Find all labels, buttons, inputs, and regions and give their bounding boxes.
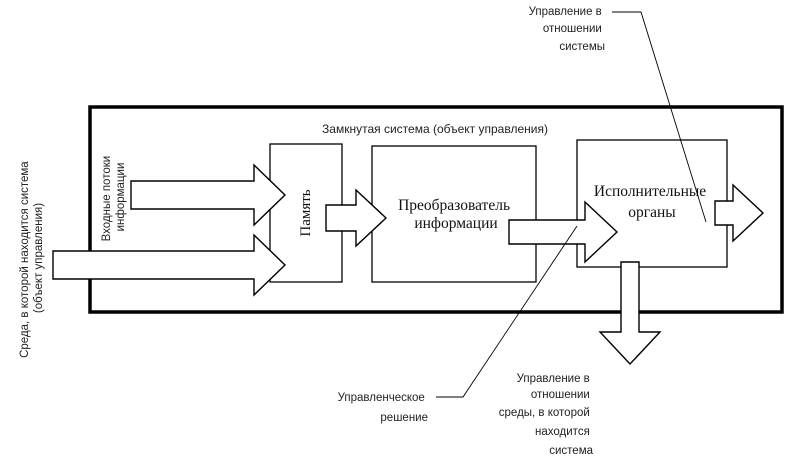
memory-to-converter-arrow [325, 188, 388, 248]
closed-system-frame [88, 105, 784, 314]
control-environment-label: Управление в отношении среды, в которой … [499, 373, 594, 457]
executive-organs-label-line-2: органы [628, 204, 676, 221]
decision-leader [436, 225, 578, 398]
executive-organs-label: Исполнительные органы [594, 183, 710, 221]
control-environment-label-line-5: система [549, 445, 593, 457]
converter-to-executive-arrow [508, 200, 619, 264]
input-flows-label-line-1: Входные потоки [101, 156, 113, 242]
control-environment-label-line-2: отношении [531, 389, 590, 401]
environment-label-line-2: (объект управления) [33, 203, 45, 313]
executive-organs-label-line-1: Исполнительные [594, 183, 706, 200]
executive-output-arrow [714, 183, 765, 243]
control-system-label: Управление в отношении системы [529, 6, 605, 53]
input-flow-arrow [130, 163, 287, 227]
control-environment-label-line-4: находится [535, 426, 590, 438]
control-environment-label-line-1: Управление в [517, 373, 590, 385]
converter-label: Преобразователь информации [398, 197, 514, 232]
control-environment-label-line-3: среды, в которой [499, 407, 590, 419]
control-system-leader [612, 11, 707, 223]
input-flows-label-line-2: информации [115, 163, 127, 232]
environment-control-arrow [598, 261, 662, 366]
closed-system-title: Замкнутая система (объект управления) [322, 122, 548, 136]
environment-label: Среда, в которой находится система (объе… [19, 158, 45, 358]
control-system-label-line-1: Управление в [529, 6, 602, 18]
converter-block [371, 145, 537, 283]
environment-arrow [52, 233, 287, 297]
memory-label: Память [298, 189, 314, 236]
decision-label-line-1: Управленческое [338, 392, 425, 404]
control-system-label-line-3: системы [559, 41, 605, 53]
decision-label: Управленческое решение [338, 392, 428, 424]
converter-label-line-1: Преобразователь [398, 197, 510, 214]
environment-label-line-1: Среда, в которой находится система [19, 161, 31, 358]
converter-label-line-2: информации [414, 215, 497, 232]
decision-label-line-2: решение [380, 412, 428, 424]
control-system-label-line-2: отношении [543, 23, 602, 35]
input-flows-label: Входные потоки информации [101, 153, 127, 242]
